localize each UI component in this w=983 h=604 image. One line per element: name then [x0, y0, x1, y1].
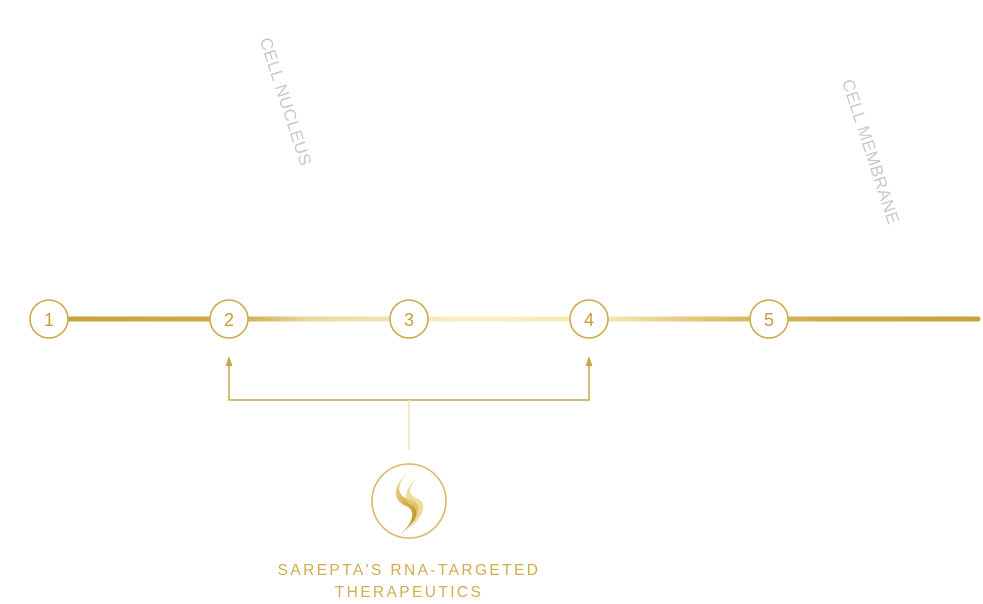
step-5-number: 5 [764, 310, 774, 330]
step-3-number: 3 [404, 310, 414, 330]
step-1: 1 [29, 299, 69, 339]
therapeutic-label-line-1: SAREPTA'S RNA-TARGETED [277, 562, 541, 579]
step-5: 5 [749, 299, 789, 339]
therapeutic-label: SAREPTA'S RNA-TARGETED THERAPEUTICS [259, 560, 559, 604]
step-4: 4 [569, 299, 609, 339]
step-2: 2 [209, 299, 249, 339]
step-4-number: 4 [584, 310, 594, 330]
step-1-number: 1 [44, 310, 54, 330]
arrow-up-icon [225, 356, 233, 366]
arrow-up-icon [585, 356, 593, 366]
therapeutic-label-line-2: THERAPEUTICS [334, 584, 484, 601]
targeting-bracket [225, 356, 593, 450]
step-3: 3 [389, 299, 429, 339]
step-2-number: 2 [224, 310, 234, 330]
rna-helix-icon [371, 463, 447, 539]
